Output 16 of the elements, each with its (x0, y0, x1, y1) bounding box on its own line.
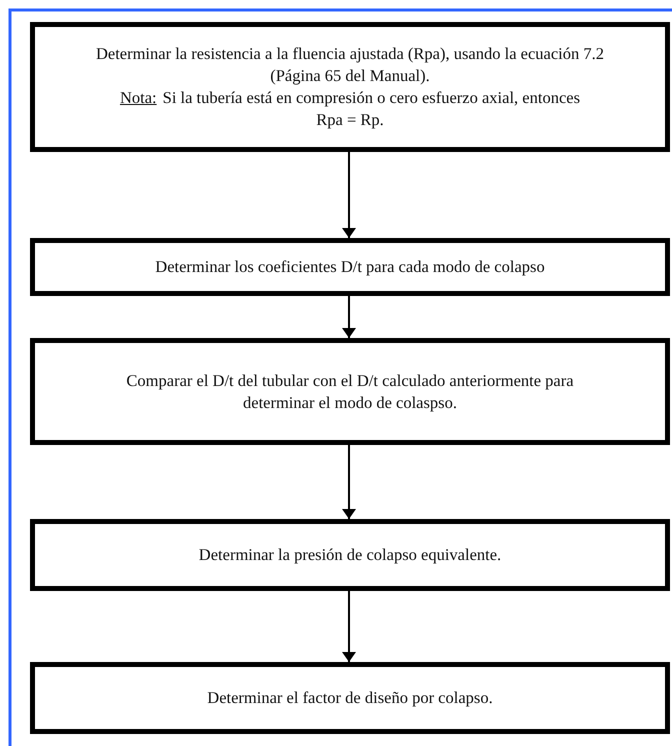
note-label: Nota: (120, 88, 157, 107)
step-text: Determinar los coeficientes D/t para cada modo de colapso (155, 256, 545, 278)
step-text: Determinar la resistencia a la fluencia ajustada (Rpa), usando la ecuación 7.2 (Página 65 del Manual). (94, 43, 606, 87)
process-box (30, 338, 670, 445)
process-box (30, 662, 670, 734)
process-box (30, 519, 670, 591)
step-text: Determinar el factor de diseño por colapso. (207, 687, 493, 709)
step-text: Comparar el D/t del tubular con el D/t calculado anteriormente para determinar el modo de colaspso. (125, 370, 575, 414)
arrow (344, 445, 354, 519)
process-box (30, 238, 670, 296)
process-box (30, 22, 670, 152)
arrow (344, 591, 354, 662)
arrow (344, 296, 354, 338)
step-text: Determinar la presión de colapso equivalente. (198, 544, 502, 566)
note-text: Si la tubería está en compresión o cero esfuerzo axial, entonces Rpa = Rp. (162, 88, 580, 129)
arrow (344, 152, 354, 238)
